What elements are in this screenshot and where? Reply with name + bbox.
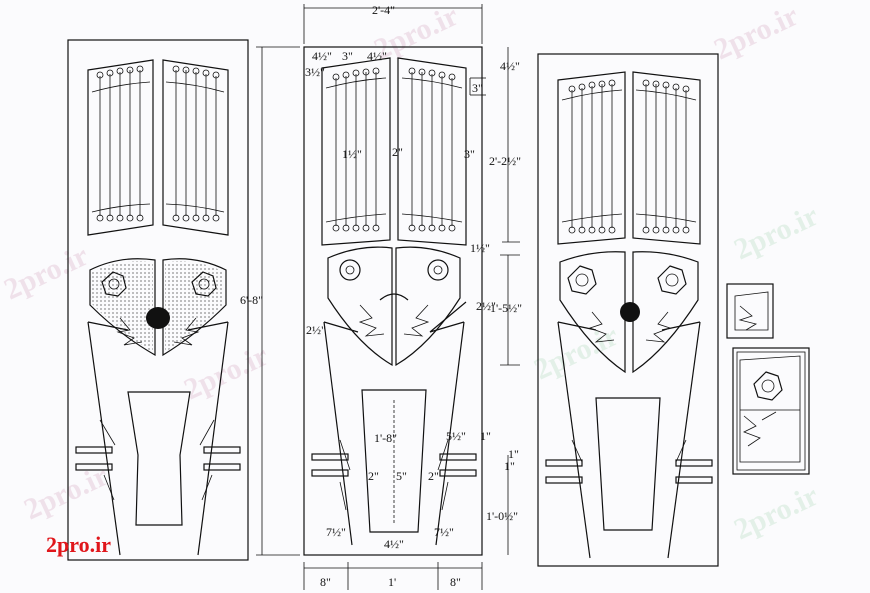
svg-text:5½": 5½" — [446, 429, 466, 443]
svg-text:2½": 2½" — [476, 299, 496, 313]
svg-text:1'-0½": 1'-0½" — [486, 509, 518, 523]
detail-box-large — [732, 347, 810, 475]
svg-text:2pro.ir: 2pro.ir — [179, 339, 273, 406]
svg-text:4½": 4½" — [500, 59, 520, 73]
svg-text:7½": 7½" — [326, 525, 346, 539]
svg-text:1½": 1½" — [470, 241, 490, 255]
svg-text:4½": 4½" — [312, 49, 332, 63]
svg-text:2pro.ir: 2pro.ir — [529, 319, 623, 386]
svg-text:1'-8": 1'-8" — [374, 431, 397, 445]
svg-text:2'-2½": 2'-2½" — [489, 154, 521, 168]
svg-text:3": 3" — [464, 147, 475, 161]
svg-text:5": 5" — [396, 469, 407, 483]
center-dimensions — [303, 4, 520, 590]
svg-text:4½": 4½" — [384, 537, 404, 551]
svg-text:1": 1" — [504, 459, 515, 473]
svg-text:1": 1" — [480, 429, 491, 443]
svg-text:3": 3" — [342, 49, 353, 63]
center-dimension-labels: 2'-4" 4½" 3" 4½" 3½" 4½" 3" 3" 2'-2½" 1½… — [305, 3, 522, 589]
svg-text:2": 2" — [368, 469, 379, 483]
brand-logo: 2pro.ir — [46, 532, 111, 557]
svg-text:2": 2" — [392, 145, 403, 159]
svg-text:8": 8" — [450, 575, 461, 589]
svg-text:1'-5½": 1'-5½" — [490, 301, 522, 315]
svg-text:1½": 1½" — [342, 147, 362, 161]
door-left — [67, 39, 249, 561]
svg-text:1": 1" — [508, 447, 519, 461]
svg-text:3½": 3½" — [305, 65, 325, 79]
svg-text:8": 8" — [320, 575, 331, 589]
svg-text:2pro.ir: 2pro.ir — [729, 479, 823, 546]
svg-text:4½": 4½" — [367, 49, 387, 63]
svg-text:2pro.ir: 2pro.ir — [729, 199, 823, 266]
door-right — [537, 53, 719, 567]
detail-box-small — [726, 283, 774, 339]
svg-text:1': 1' — [388, 575, 396, 589]
svg-text:2½": 2½" — [306, 323, 326, 337]
svg-text:6'-8": 6'-8" — [240, 293, 263, 307]
svg-text:2": 2" — [428, 469, 439, 483]
svg-text:2'-4": 2'-4" — [372, 3, 395, 17]
door-center — [303, 46, 483, 556]
svg-text:2pro.ir: 2pro.ir — [709, 0, 803, 66]
svg-text:7½": 7½" — [434, 525, 454, 539]
svg-text:3": 3" — [472, 81, 483, 95]
height-dimension: 6'-8" — [240, 46, 300, 556]
svg-text:2pro.ir: 2pro.ir — [19, 459, 113, 526]
svg-text:2pro.ir: 2pro.ir — [0, 239, 93, 306]
